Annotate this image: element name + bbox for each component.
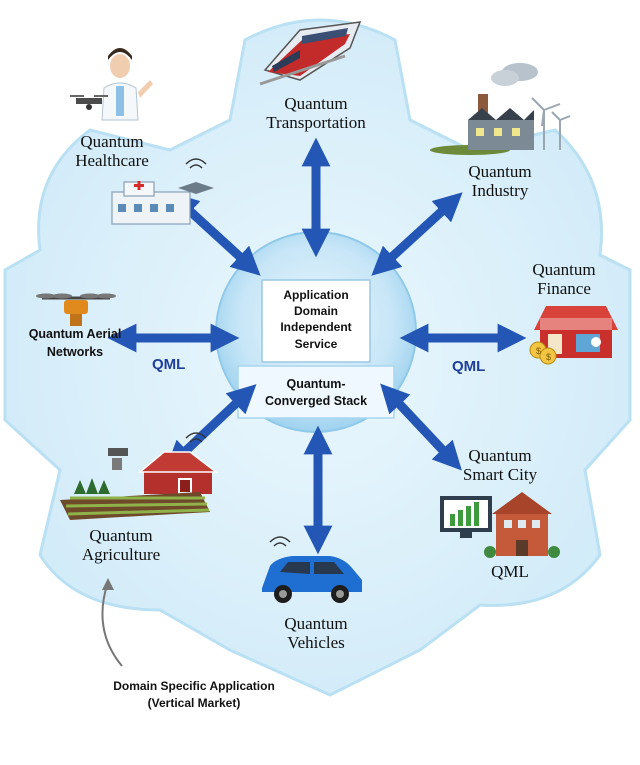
label-finance: Quantum Finance — [504, 260, 624, 298]
label-line: Quantum — [284, 614, 348, 633]
caption: Domain Specific Application (Vertical Ma… — [84, 678, 304, 712]
service-label: Application Domain Independent Service — [262, 287, 370, 352]
label-line: Quantum — [468, 446, 532, 465]
factory-icon — [430, 63, 538, 155]
label-vehicles: Quantum Vehicles — [256, 614, 376, 652]
car-icon — [262, 536, 362, 603]
label-line: Quantum — [89, 526, 153, 545]
label-line: Quantum — [532, 260, 596, 279]
label-line: Quantum Aerial — [28, 327, 122, 341]
service-line: Independent — [280, 320, 352, 335]
quadcopter-icon — [36, 293, 116, 326]
service-line: Service — [294, 336, 338, 351]
caption-pointer-head — [102, 578, 114, 590]
doctor-icon — [101, 48, 153, 121]
label-line: Smart City — [462, 465, 538, 485]
coins-icon: $ $ — [529, 341, 557, 365]
caption-line: Domain Specific Application — [113, 679, 275, 693]
service-box — [261, 279, 371, 363]
stack-line: Converged Stack — [264, 393, 368, 408]
caption-pointer — [101, 581, 123, 667]
monitor-chart-icon — [440, 496, 492, 538]
hospital-icon — [111, 158, 214, 225]
label-line: Agriculture — [81, 545, 161, 565]
arrow-smart-city — [380, 383, 462, 471]
label-line: Transportation — [266, 113, 366, 133]
drone-icon — [70, 95, 108, 110]
label-smart-city: Quantum Smart City — [440, 446, 560, 484]
arrow-healthcare — [169, 192, 261, 276]
arrow-industry — [371, 192, 463, 276]
svg-text:$: $ — [536, 346, 541, 356]
svg-text:$: $ — [546, 352, 551, 362]
qml-label-bottom: QML — [491, 562, 529, 581]
label-line: Quantum — [468, 162, 532, 181]
train-icon — [259, 21, 362, 86]
label-transportation: Quantum Transportation — [236, 94, 396, 132]
caption-line: (Vertical Market) — [147, 695, 241, 710]
label-line: Quantum — [284, 94, 348, 113]
service-line: Domain — [293, 304, 338, 319]
label-healthcare: Quantum Healthcare — [52, 132, 172, 170]
service-line: Application — [283, 288, 349, 302]
wind-turbine-icon — [531, 97, 571, 150]
school-building-icon — [484, 492, 560, 558]
label-line: Finance — [537, 279, 591, 299]
label-agriculture: Quantum Agriculture — [56, 526, 186, 564]
label-aerial: Quantum Aerial Networks — [16, 326, 134, 361]
qml-label-left: QML — [152, 356, 186, 373]
arrows — [107, 137, 527, 555]
label-line: Networks — [46, 344, 104, 359]
label-line: Industry — [471, 181, 529, 201]
label-line: Healthcare — [75, 151, 149, 171]
label-line: Vehicles — [287, 633, 345, 653]
label-line: Quantum — [80, 132, 144, 151]
label-industry: Quantum Industry — [440, 162, 560, 200]
farm-barn-icon — [137, 432, 219, 494]
qml-label-right: QML — [452, 358, 486, 375]
arrow-agriculture — [165, 384, 257, 470]
stack-label: Quantum- Converged Stack — [238, 376, 394, 410]
stack-line: Quantum- — [286, 377, 346, 391]
field-icon — [60, 448, 210, 520]
